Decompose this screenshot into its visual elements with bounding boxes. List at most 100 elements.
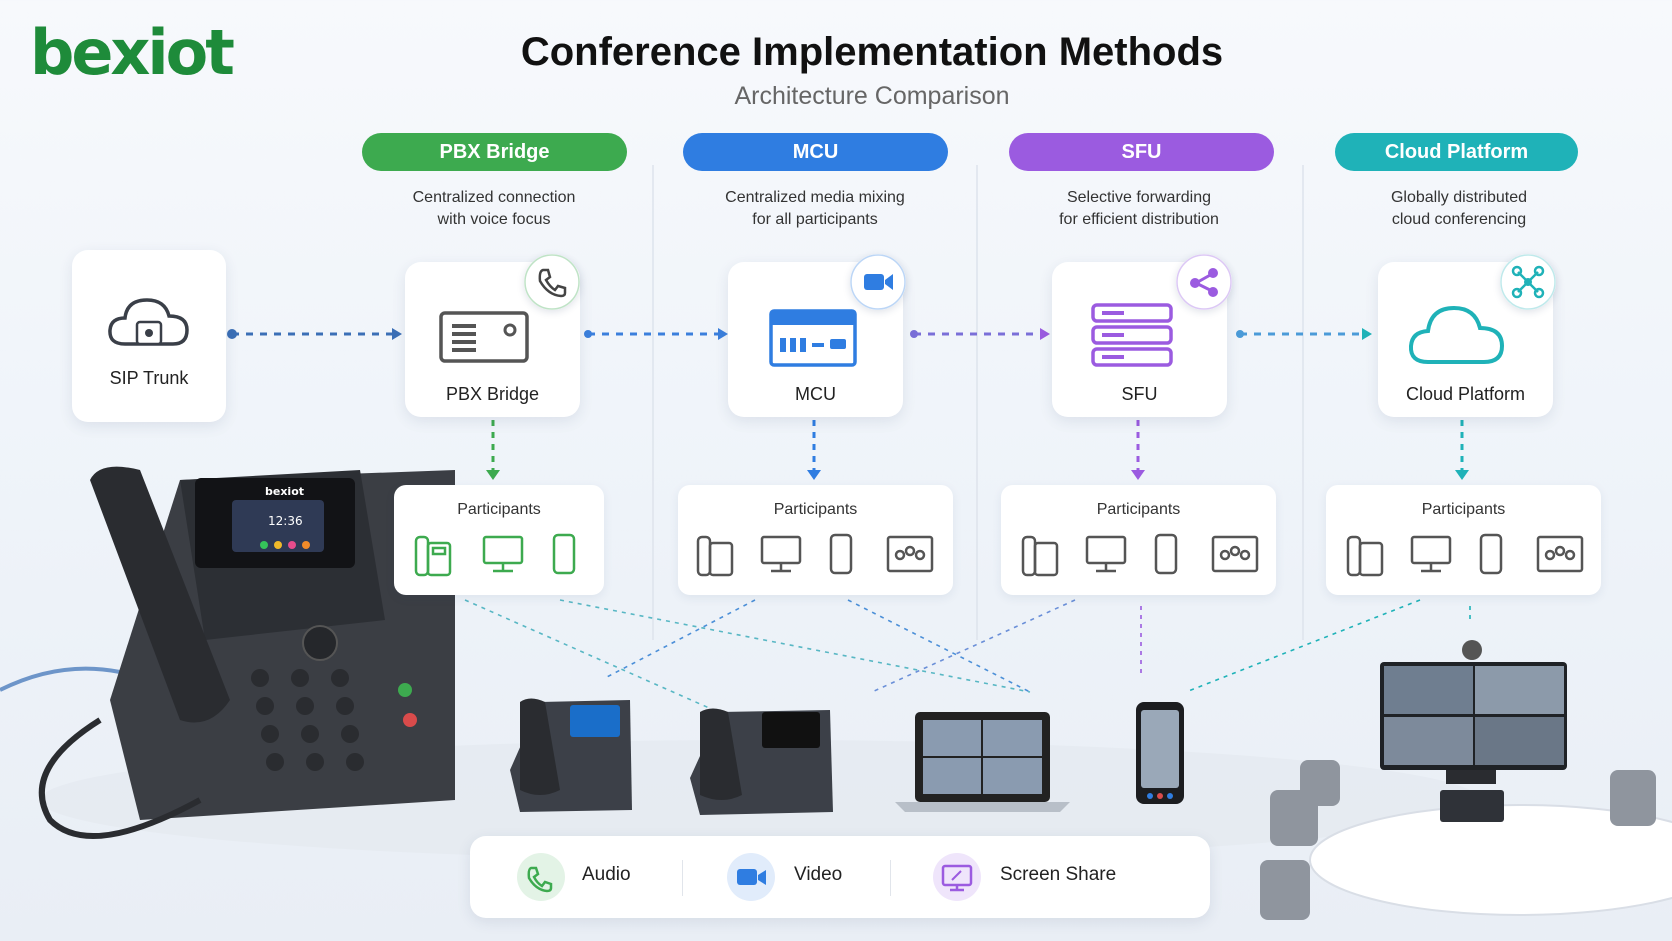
desc-line: Selective forwarding bbox=[1066, 189, 1212, 206]
smartphone bbox=[1136, 702, 1184, 804]
participants-title: Participants bbox=[457, 501, 541, 518]
meeting-room bbox=[1260, 640, 1672, 920]
legend-video-label: Video bbox=[794, 864, 843, 885]
handset-cord bbox=[38, 717, 202, 839]
page-title: Conference Implementation Methods bbox=[520, 30, 1224, 74]
dist-line bbox=[464, 599, 726, 716]
mobile-phone-icon bbox=[829, 533, 853, 575]
network-icon bbox=[1500, 254, 1556, 310]
share-icon bbox=[1176, 254, 1232, 310]
dist-line bbox=[871, 599, 1076, 693]
arrow-head bbox=[1455, 470, 1469, 480]
flow-start-dot bbox=[227, 329, 237, 339]
arrow-head bbox=[718, 328, 728, 340]
pbx-bridge-label: PBX Bridge bbox=[445, 384, 540, 404]
chairs bbox=[1260, 760, 1656, 920]
desc-sfu: Selective forwarding for efficient distri… bbox=[1009, 187, 1269, 231]
desc-line: Globally distributed bbox=[1390, 189, 1528, 206]
phone-small-handset bbox=[700, 708, 742, 800]
audio-icon bbox=[517, 853, 565, 901]
call-button bbox=[398, 683, 412, 697]
desk-phone-icon bbox=[1346, 535, 1384, 577]
distribution-lines bbox=[464, 599, 1471, 716]
desk-phone-small-2 bbox=[690, 708, 833, 815]
arrow-head bbox=[486, 470, 500, 480]
legend-divider bbox=[682, 860, 683, 896]
arrow-head bbox=[392, 328, 402, 340]
dist-line bbox=[604, 599, 756, 679]
participant-icons bbox=[696, 533, 934, 577]
dist-line bbox=[1185, 599, 1421, 693]
phone-badge bbox=[524, 254, 580, 310]
legend-screen-share-label: Screen Share bbox=[1000, 864, 1117, 885]
pill-cloud-platform: Cloud Platform bbox=[1335, 133, 1578, 171]
monitor-icon bbox=[1410, 535, 1452, 573]
mobile-phone-icon bbox=[552, 533, 576, 575]
conference-table bbox=[1309, 804, 1672, 916]
flow-start-dot bbox=[910, 330, 918, 338]
arrow-head bbox=[1362, 328, 1372, 340]
desc-line: cloud conferencing bbox=[1391, 211, 1527, 228]
dist-line bbox=[559, 599, 1031, 693]
mcu-server-icon bbox=[769, 309, 857, 367]
monitor-icon bbox=[760, 535, 802, 573]
participant-icons bbox=[414, 533, 576, 577]
phone-small-handset bbox=[520, 698, 560, 795]
monitor-icon bbox=[482, 535, 524, 573]
phone-icon bbox=[524, 254, 580, 310]
brand-logo: bexiot bbox=[30, 16, 235, 89]
sfu-label: SFU bbox=[1121, 384, 1158, 404]
desc-line: Centralized media mixing bbox=[725, 189, 905, 206]
flow-start-dot bbox=[1236, 330, 1244, 338]
flow-start-dot bbox=[584, 330, 592, 338]
room-control-panel bbox=[1440, 790, 1504, 822]
share-badge bbox=[1176, 254, 1232, 310]
vertical-flow bbox=[491, 420, 1464, 470]
video-camera-icon bbox=[850, 254, 906, 310]
monitor-icon bbox=[1085, 535, 1127, 573]
desk-phone-icon bbox=[1021, 535, 1059, 577]
legend-audio-label: Audio bbox=[582, 864, 631, 885]
phone-keypad bbox=[251, 669, 364, 771]
desc-line: with voice focus bbox=[437, 211, 551, 228]
video-badge bbox=[850, 254, 906, 310]
dist-line bbox=[847, 599, 1031, 693]
meeting-room-icon bbox=[1536, 535, 1584, 573]
participants-card-mcu: Participants bbox=[678, 485, 953, 595]
meeting-room-icon bbox=[1211, 535, 1259, 573]
smartphone-screen bbox=[1141, 710, 1179, 788]
meeting-room-icon bbox=[886, 535, 934, 573]
phone-handset bbox=[90, 466, 230, 723]
cloud-platform-label: Cloud Platform bbox=[1405, 384, 1526, 404]
desk-phone-large: bexiot 12:36 bbox=[0, 466, 455, 839]
phone-time-label: 12:36 bbox=[268, 514, 303, 528]
pbx-server-icon bbox=[439, 311, 529, 363]
laptop-base bbox=[895, 802, 1070, 812]
nav-button bbox=[302, 625, 338, 661]
screen-share-icon bbox=[933, 853, 981, 901]
mobile-phone-icon bbox=[1154, 533, 1178, 575]
mcu-label: MCU bbox=[795, 384, 836, 404]
camera bbox=[1462, 640, 1482, 660]
arrow-head bbox=[1131, 470, 1145, 480]
participants-title: Participants bbox=[773, 501, 858, 518]
pill-sfu: SFU bbox=[1009, 133, 1274, 171]
laptop bbox=[895, 712, 1070, 812]
page-subtitle: Architecture Comparison bbox=[734, 82, 1010, 110]
participant-icons bbox=[1346, 533, 1584, 577]
phone-small-screen bbox=[762, 712, 820, 748]
desk-phone-icon bbox=[696, 535, 734, 577]
desc-cloud-platform: Globally distributed cloud conferencing bbox=[1329, 187, 1589, 231]
display-stand bbox=[1446, 770, 1496, 784]
network-cable bbox=[0, 666, 121, 692]
video-icon bbox=[727, 853, 775, 901]
arrow-head bbox=[807, 470, 821, 480]
participants-card-sfu: Participants bbox=[1001, 485, 1276, 595]
phone-screen bbox=[232, 500, 324, 552]
cloud-icon bbox=[108, 298, 189, 346]
column-dividers bbox=[652, 165, 1304, 640]
media-legend: Audio Video Screen Share bbox=[470, 836, 1210, 918]
desk-phone-small-1 bbox=[510, 698, 632, 812]
desc-line: for efficient distribution bbox=[1059, 211, 1219, 228]
